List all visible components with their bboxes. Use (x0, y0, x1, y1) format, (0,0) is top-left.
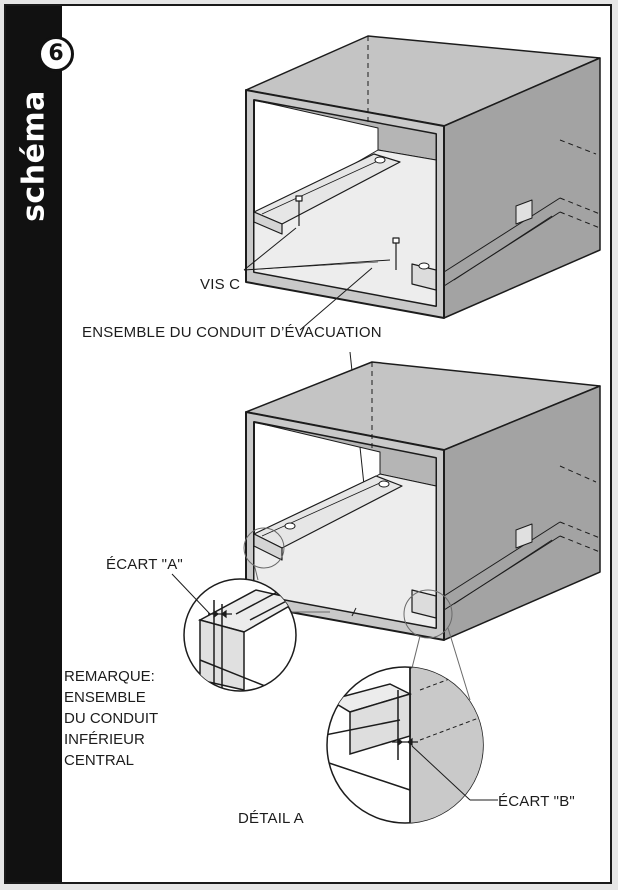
detail-a-magnifier (183, 563, 330, 692)
screw-c-label: VIS C (200, 276, 241, 293)
screw-c-right (392, 237, 400, 270)
note-line: DU CONDUIT (64, 710, 159, 727)
screw-c-leaders (243, 227, 391, 271)
step-number-badge: 6 (38, 36, 74, 72)
top-cabinet (245, 35, 601, 319)
detail-a-label: DÉTAIL A (238, 810, 304, 827)
bottom-right-rail (411, 589, 437, 619)
note-line: REMARQUE: (64, 668, 155, 685)
gap-a-label: ÉCART "A" (106, 556, 183, 573)
exhaust-assembly-label: ENSEMBLE DU CONDUIT D’ÉVACUATION (82, 324, 382, 341)
side-tab: schéma (6, 6, 62, 882)
gap-b-label: ÉCART "B" (498, 793, 575, 810)
screw-c-left (295, 195, 303, 226)
note-block: REMARQUE: ENSEMBLE DU CONDUIT INFÉRIEUR … (64, 666, 158, 771)
gap-a-leader (171, 573, 211, 615)
gap-b-leader (411, 745, 471, 801)
callout-marks (243, 527, 453, 639)
note-line: INFÉRIEUR (64, 731, 145, 748)
top-cabinet-floor (253, 149, 437, 307)
bottom-cabinet (245, 361, 601, 641)
note-line: CENTRAL (64, 752, 135, 769)
note-line: ENSEMBLE (64, 689, 146, 706)
